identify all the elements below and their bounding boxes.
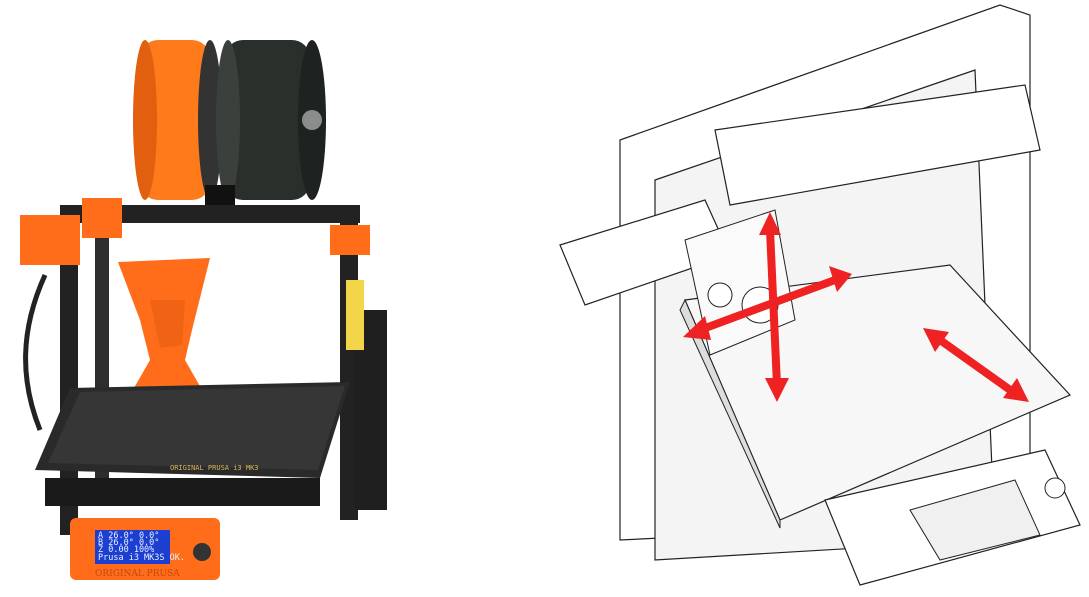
- diagram-control-box: [824, 449, 1081, 586]
- printer-diagram: [559, 4, 1081, 586]
- filament-spools: [133, 40, 326, 207]
- extruder-vertical-arrow: [759, 212, 789, 402]
- lcd-screen: [95, 530, 170, 564]
- control-knob-icon: [193, 543, 211, 561]
- diagram-bed: [679, 264, 1072, 529]
- diagram-knob-icon: [1044, 477, 1066, 499]
- lcd-module: A 26.0° 0.0° B 26.0° 0.0° Z 0.00 100% Pr…: [70, 518, 220, 580]
- lcd-line-1: A 26.0° 0.0°: [98, 531, 159, 541]
- frame-label: ORIGINAL PRUSA: [95, 569, 180, 579]
- lcd-line-3: Z 0.00 100%: [98, 545, 154, 555]
- bed-depth-arrow: [923, 328, 1029, 402]
- printer-photo: ORIGINAL PRUSA i3 MK3 A 26.0° 0.0° B 26.…: [20, 40, 387, 580]
- lcd-line-4: Prusa i3 MK3S OK.: [98, 553, 185, 563]
- lcd-line-2: B 26.0° 0.0°: [98, 538, 159, 548]
- sheet-label: ORIGINAL PRUSA i3 MK3: [170, 464, 259, 472]
- extruder-horizontal-arrow: [683, 266, 852, 340]
- print-bed: ORIGINAL PRUSA i3 MK3: [35, 382, 350, 506]
